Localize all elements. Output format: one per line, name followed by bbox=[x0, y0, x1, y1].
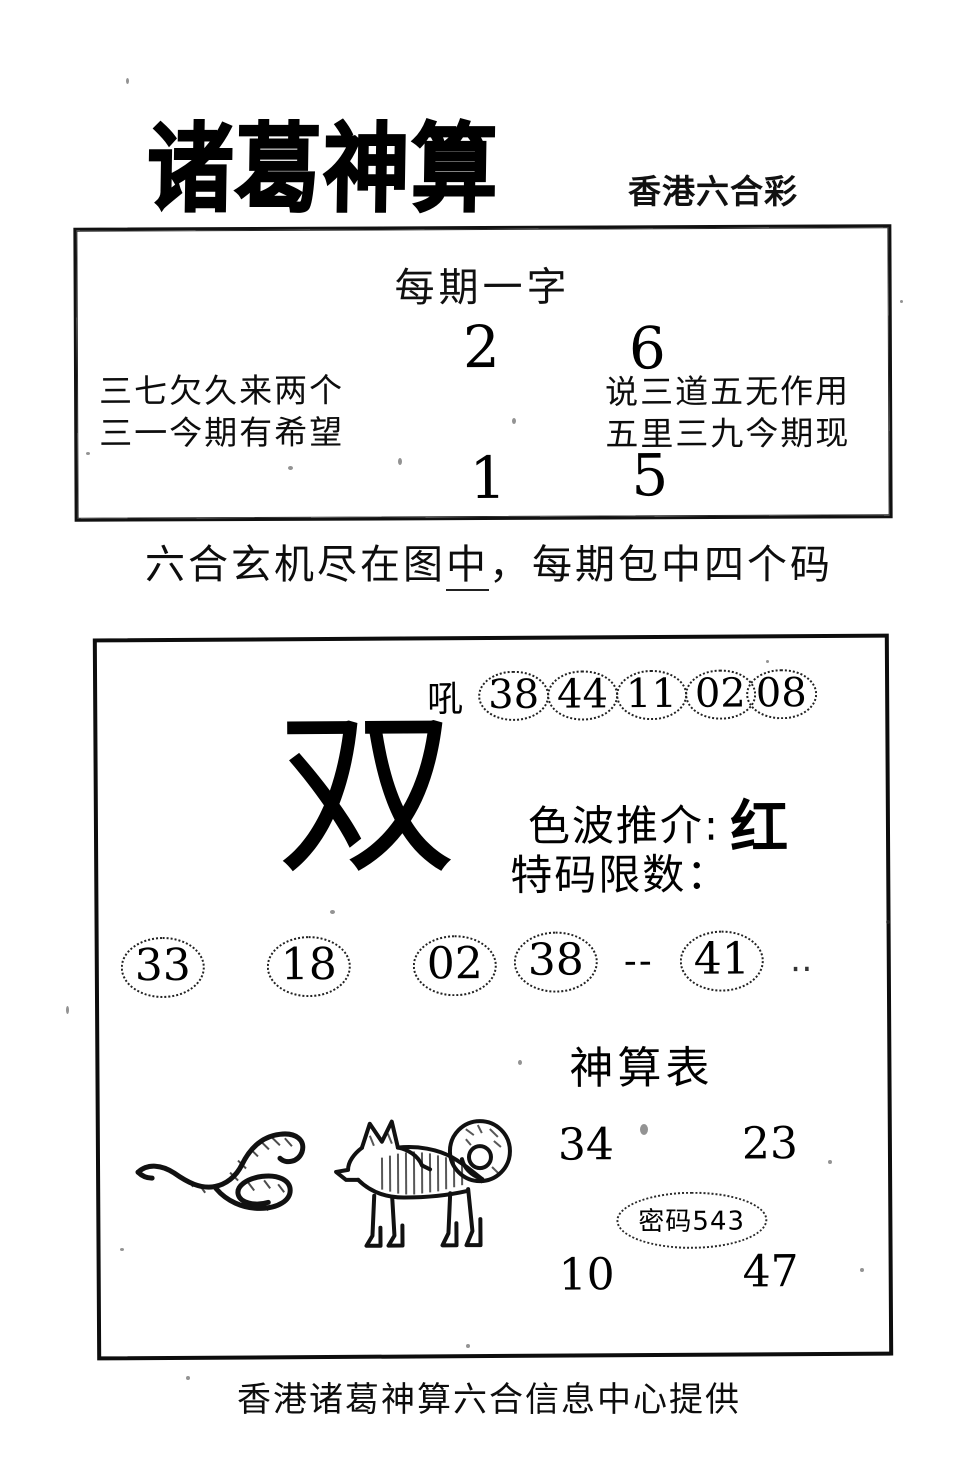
verse-left-line-2: 三一今期有希望 bbox=[99, 412, 345, 453]
scan-speck bbox=[828, 1160, 832, 1164]
scan-speck bbox=[900, 300, 903, 303]
scan-speck bbox=[126, 78, 129, 84]
snake-texture bbox=[187, 1136, 293, 1212]
snake-illustration-icon bbox=[135, 1131, 306, 1211]
top-number-circle-5: 08 bbox=[745, 668, 817, 720]
range-to-circle: 41 bbox=[679, 930, 764, 992]
range-from-circle: 38 bbox=[513, 931, 598, 993]
verse-left: 三七欠久来两个 三一今期有希望 bbox=[99, 370, 344, 456]
color-wave-value: 红 bbox=[729, 793, 791, 862]
number-range-row: 38 -- 41 ‥ bbox=[513, 930, 819, 993]
number-top-left: 2 bbox=[462, 312, 500, 382]
range-dash: -- bbox=[623, 940, 654, 983]
verse-left-line-1: 三七欠久来两个 bbox=[98, 370, 345, 411]
table-cell-bottom-left: 10 bbox=[558, 1249, 615, 1301]
table-cell-top-right: 23 bbox=[741, 1118, 799, 1170]
dog-texture bbox=[368, 1124, 502, 1195]
range-trailing-dots: ‥ bbox=[789, 940, 819, 981]
page-header: 诸葛神算 香港六合彩 bbox=[0, 60, 978, 227]
verse-right-line-1: 说三道五无作用 bbox=[604, 371, 851, 412]
scan-speck bbox=[512, 418, 516, 424]
table-cell-bottom-right: 47 bbox=[742, 1246, 799, 1298]
scan-speck bbox=[330, 910, 335, 914]
verse-right: 说三道五无作用 五里三九今期现 bbox=[605, 370, 850, 456]
special-code-limit-label: 特码限数： bbox=[510, 849, 731, 900]
scan-speck bbox=[640, 1124, 648, 1135]
left-number-circle-3: 02 bbox=[412, 934, 497, 997]
box-one-title: 每期一字 bbox=[394, 264, 571, 312]
top-number-circle-1: 38 bbox=[478, 670, 550, 722]
header-subtitle: 香港六合彩 bbox=[628, 172, 798, 211]
footer-credit: 香港诸葛神算六合信息中心提供 bbox=[237, 1380, 741, 1420]
scan-speck bbox=[288, 466, 293, 470]
number-bottom-left: 1 bbox=[469, 443, 507, 513]
scan-speck bbox=[886, 920, 890, 924]
animals-svg bbox=[135, 1119, 512, 1248]
top-number-row: 吼 38 44 11 02 08 bbox=[427, 668, 817, 722]
scan-speck bbox=[120, 1248, 124, 1251]
scan-speck bbox=[186, 1376, 190, 1380]
tagline-underlined-char: 中 bbox=[446, 542, 489, 591]
featured-character: 双 bbox=[275, 691, 459, 900]
scan-speck bbox=[66, 1006, 69, 1014]
word-of-the-period-box: 每期一字 2 6 1 5 三七欠久来两个 三一今期有希望 说三道五无作用 五里三… bbox=[73, 224, 893, 522]
scan-speck bbox=[398, 458, 402, 465]
scan-speck bbox=[766, 660, 769, 663]
secret-code-badge: 密码543 bbox=[616, 1191, 768, 1250]
left-number-circle-2: 18 bbox=[266, 935, 351, 998]
page-title: 诸葛神算 bbox=[145, 113, 501, 227]
divine-table-label: 神算表 bbox=[569, 1042, 714, 1095]
left-number-circle-1: 33 bbox=[120, 936, 205, 999]
tagline: 六合玄机尽在图中，每期包中四个码 bbox=[0, 532, 978, 591]
main-prediction-box: 吼 38 44 11 02 08 双 色波推介:红 特码限数： 33 18 02… bbox=[92, 633, 894, 1361]
scan-speck bbox=[518, 1060, 522, 1065]
zodiac-animal-illustrations bbox=[130, 1095, 531, 1277]
top-number-circle-2: 44 bbox=[546, 669, 619, 722]
tagline-part-1: 六合玄机尽在图 bbox=[145, 542, 446, 588]
top-number-circle-3: 11 bbox=[615, 669, 688, 721]
divine-table-grid: 34 23 密码543 10 47 bbox=[540, 1118, 841, 1310]
scan-speck bbox=[86, 452, 90, 455]
table-cell-top-left: 34 bbox=[557, 1119, 615, 1171]
scan-speck bbox=[860, 1268, 864, 1272]
verse-right-line-2: 五里三九今期现 bbox=[605, 413, 851, 454]
left-number-group: 33 18 02 bbox=[120, 934, 497, 999]
scan-speck bbox=[466, 1344, 470, 1348]
tagline-part-2: ，每期包中四个码 bbox=[489, 542, 833, 588]
